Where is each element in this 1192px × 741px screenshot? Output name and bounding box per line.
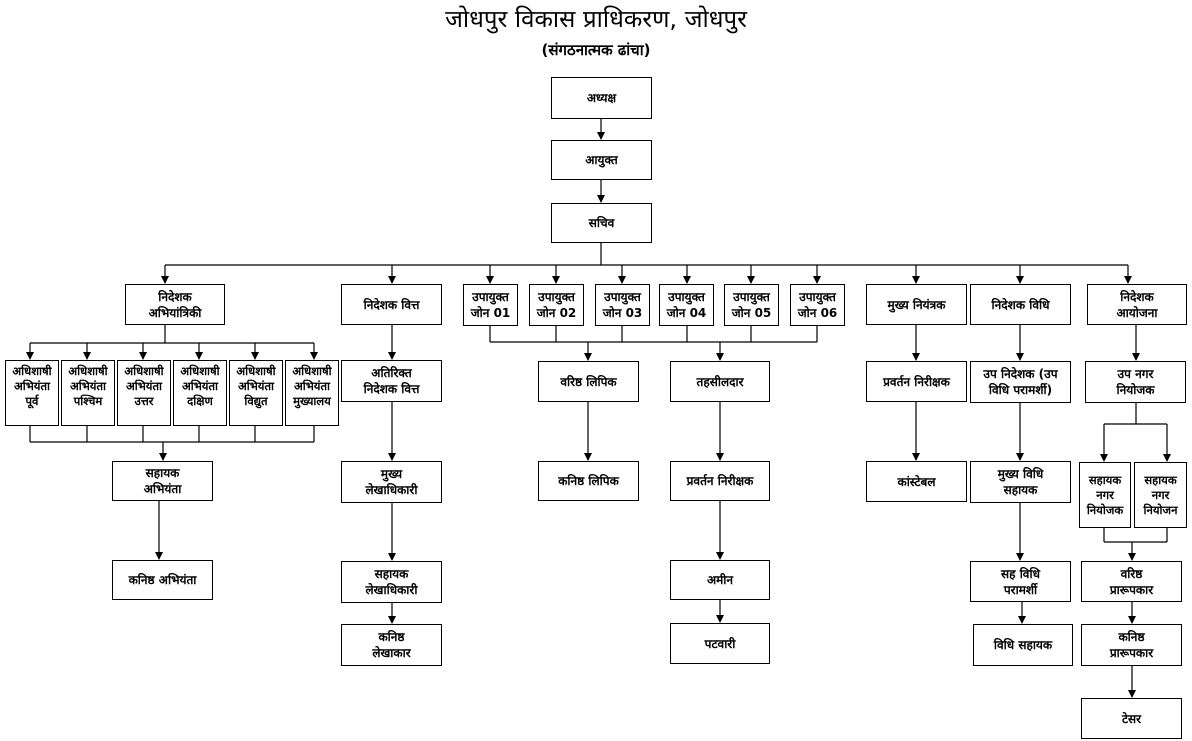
node-ae-mukhyalay: अधिशाषी अभियंता मुख्यालय	[285, 360, 339, 426]
node-label: कनिष्ठ अभियंता	[128, 573, 197, 587]
node-label: अध्यक्ष	[586, 91, 617, 105]
node-upayukt-04: उपायुक्त जोन 04	[659, 284, 714, 326]
node-label: सहायक लेखाधिकारी	[365, 567, 418, 597]
node-label: वरिष्ठ लिपिक	[560, 374, 617, 389]
node-label: पटवारी	[704, 636, 736, 651]
node-pravartan-nirikshak-2: प्रवर्तन निरीक्षक	[670, 461, 770, 501]
node-label: उपायुक्त जोन 01	[470, 290, 511, 320]
node-patwari: पटवारी	[670, 623, 770, 664]
node-ae-paschim: अधिशाषी अभियंता पश्चिम	[61, 360, 115, 426]
node-label: उपायुक्त जोन 06	[797, 290, 838, 320]
node-nideshak-vidhi: निदेशक विधि	[970, 284, 1071, 325]
node-mukhya-lekhadhikari: मुख्य लेखाधिकारी	[341, 461, 442, 503]
node-label: निदेशक आयोजना	[1116, 289, 1158, 320]
node-label: मुख्य नियंत्रक	[887, 297, 946, 312]
node-label: उपायुक्त जोन 04	[666, 290, 707, 320]
page-title: जोधपुर विकास प्राधिकरण, जोधपुर	[445, 5, 747, 33]
node-sahayak-abhiyanta: सहायक अभियंता	[112, 461, 213, 501]
node-upayukt-05: उपायुक्त जोन 05	[724, 284, 779, 326]
node-label: अधिशाषी अभियंता मुख्यालय	[292, 364, 332, 408]
node-tahsildar: तहसीलदार	[670, 361, 770, 402]
node-nideshak-ayojana: निदेशक आयोजना	[1087, 284, 1187, 325]
node-nideshak-vitt: निदेशक वित्त	[341, 284, 442, 325]
node-label: उप निदेशक (उप विधि परामर्शी)	[983, 367, 1058, 397]
node-label: कनिष्ठ प्रारूपकार	[1109, 630, 1154, 660]
node-label: टेसर	[1121, 711, 1142, 726]
node-label: अधिशाषी अभियंता पश्चिम	[68, 364, 108, 408]
node-vidhi-sahayak: विधि सहायक	[973, 624, 1073, 666]
node-tesar: टेसर	[1081, 698, 1182, 739]
page-subtitle: (संगठनात्मक ढांचा)	[541, 41, 651, 59]
node-kanishth-lipik: कनिष्ठ लिपिक	[538, 461, 639, 501]
node-varishth-lipik: वरिष्ठ लिपिक	[538, 361, 639, 402]
node-label: प्रवर्तन निरीक्षक	[686, 474, 754, 488]
node-label: अधिशाषी अभियंता उत्तर	[124, 364, 164, 408]
node-label: अधिशाषी अभियंता विद्युत	[236, 364, 276, 408]
node-label: विधि सहायक	[993, 638, 1053, 652]
node-kanishth-prarupkar: कनिष्ठ प्रारूपकार	[1081, 624, 1182, 666]
node-label: उपायुक्त जोन 05	[731, 290, 772, 320]
node-label: सहायक नगर नियोजन	[1143, 472, 1178, 517]
node-amin: अमीन	[670, 560, 770, 600]
node-sahayak-nagar-niyojan: सहायक नगर नियोजन	[1134, 462, 1187, 528]
node-upayukt-02: उपायुक्त जोन 02	[529, 284, 584, 326]
node-label: निदेशक अभियांत्रिकी	[148, 289, 202, 320]
node-kanishth-abhiyanta: कनिष्ठ अभियंता	[112, 560, 213, 600]
node-constable: कांस्टेबल	[866, 461, 967, 502]
node-sahayak-nagar-niyojak: सहायक नगर नियोजक	[1079, 462, 1131, 528]
node-sah-vidhi-paramarshi: सह विधि परामर्शी	[970, 561, 1071, 602]
node-ae-vidyut: अधिशाषी अभियंता विद्युत	[229, 360, 283, 426]
node-label: अधिशाषी अभियंता पूर्व	[12, 364, 52, 408]
node-kanishth-lekhakar: कनिष्ठ लेखाकार	[341, 624, 442, 666]
node-upayukt-03: उपायुक्त जोन 03	[595, 284, 650, 326]
node-atirikt-nideshak-vitt: अतिरिक्त निदेशक वित्त	[341, 360, 442, 402]
node-label: उपायुक्त जोन 03	[602, 290, 643, 320]
node-label: मुख्य लेखाधिकारी	[365, 467, 418, 497]
node-label: सहायक नगर नियोजक	[1086, 472, 1124, 517]
node-ae-purv: अधिशाषी अभियंता पूर्व	[5, 360, 59, 426]
node-mukhya-niyantrak: मुख्य नियंत्रक	[866, 284, 967, 325]
node-label: कनिष्ठ लिपिक	[558, 474, 619, 488]
node-ae-dakshin: अधिशाषी अभियंता दक्षिण	[173, 360, 227, 426]
node-label: तहसीलदार	[696, 374, 744, 389]
node-label: सह विधि परामर्शी	[1001, 566, 1040, 597]
node-label: प्रवर्तन निरीक्षक	[883, 374, 950, 389]
node-label: उपायुक्त जोन 02	[536, 290, 577, 320]
node-adhyaksh: अध्यक्ष	[551, 77, 652, 119]
node-up-nagar-niyojak: उप नगर नियोजक	[1085, 361, 1186, 403]
node-label: अधिशाषी अभियंता दक्षिण	[180, 364, 220, 408]
node-label: उप नगर नियोजक	[1116, 367, 1155, 397]
node-label: आयुक्त	[585, 153, 618, 167]
node-ayukt: आयुक्त	[551, 140, 652, 180]
node-label: सचिव	[588, 216, 615, 230]
node-label: अमीन	[706, 573, 734, 587]
node-label: कनिष्ठ लेखाकार	[372, 630, 411, 660]
node-pravartan-nirikshak-1: प्रवर्तन निरीक्षक	[866, 361, 967, 402]
node-upayukt-01: उपायुक्त जोन 01	[463, 284, 518, 326]
node-up-nideshak: उप निदेशक (उप विधि परामर्शी)	[970, 361, 1071, 403]
node-varishth-prarupkar: वरिष्ठ प्रारूपकार	[1081, 561, 1182, 602]
node-label: सहायक अभियंता	[143, 466, 182, 496]
node-label: निदेशक विधि	[991, 297, 1050, 312]
node-ae-uttar: अधिशाषी अभियंता उत्तर	[117, 360, 171, 426]
node-label: मुख्य विधि सहायक	[997, 467, 1044, 497]
node-sahayak-lekhadhikari: सहायक लेखाधिकारी	[341, 561, 442, 603]
node-nideshak-abhiyantriki: निदेशक अभियांत्रिकी	[125, 284, 225, 325]
node-label: निदेशक वित्त	[363, 297, 420, 312]
node-mukhya-vidhi-sahayak: मुख्य विधि सहायक	[970, 461, 1071, 503]
node-label: वरिष्ठ प्रारूपकार	[1109, 566, 1154, 597]
node-upayukt-06: उपायुक्त जोन 06	[790, 284, 845, 326]
node-label: कांस्टेबल	[897, 474, 936, 489]
node-label: अतिरिक्त निदेशक वित्त	[363, 366, 420, 396]
node-sachiv: सचिव	[551, 203, 652, 243]
